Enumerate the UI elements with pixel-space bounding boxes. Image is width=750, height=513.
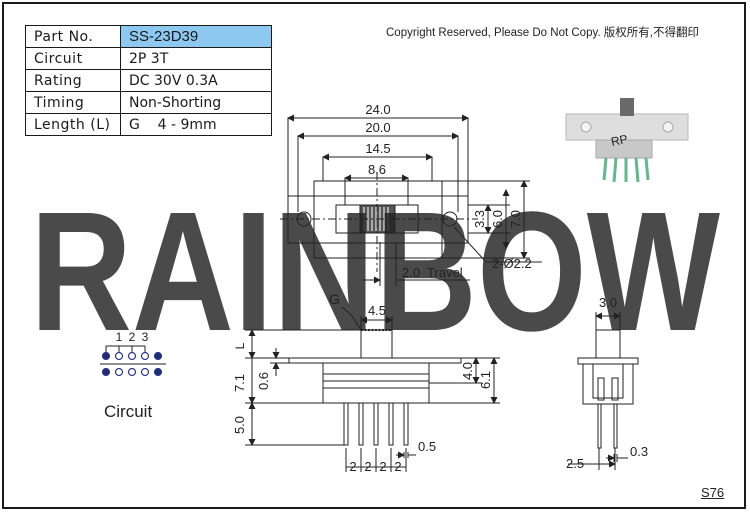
- g-label: G: [329, 291, 340, 307]
- side-view-labels: 3.0 2.5 0.3: [566, 295, 648, 471]
- dim-6-1: 6.1: [478, 371, 493, 389]
- spec-table: Part No. SS-23D39 Circuit 2P 3T Rating D…: [25, 25, 272, 136]
- front-housing: [322, 362, 430, 404]
- drawing-code: S76: [701, 485, 725, 500]
- circuit-label: Circuit: [104, 402, 152, 421]
- front-actuator: [360, 329, 393, 359]
- top-view-labels: 24.0 20.0 14.5 8.6 3.3 6.0 7.0 2.0 Trave…: [365, 102, 531, 280]
- spec-key: Timing: [25, 91, 121, 114]
- pin-number-2: 2: [129, 330, 136, 344]
- spec-value: 2P 3T: [120, 47, 272, 70]
- side-actuator: [595, 329, 621, 359]
- dim-3-0: 3.0: [599, 295, 617, 310]
- dim-20: 20.0: [365, 120, 390, 135]
- spec-value: G 4 - 9mm: [120, 113, 272, 136]
- spec-row-timing: Timing Non-Shorting: [25, 91, 272, 114]
- dim-5-0: 5.0: [232, 416, 247, 434]
- spec-value: DC 30V 0.3A: [120, 69, 272, 92]
- dim-4-0: 4.0: [460, 362, 475, 380]
- photo-marking: RP: [610, 132, 629, 149]
- pitch-4: 2: [394, 459, 401, 474]
- circuit-diagram: 1 2 3 Circuit: [100, 330, 166, 421]
- pitch-3: 2: [379, 459, 386, 474]
- front-view: [245, 306, 500, 472]
- watermark: RAINBOW: [30, 177, 720, 367]
- dim-6-0: 6.0: [490, 210, 505, 228]
- spec-row-part-no: Part No. SS-23D39: [25, 25, 272, 48]
- spec-key: Rating: [25, 69, 121, 92]
- pin-number-3: 3: [142, 330, 149, 344]
- spec-row-rating: Rating DC 30V 0.3A: [25, 69, 272, 92]
- dim-0-3: 0.3: [630, 444, 648, 459]
- dim-7-0: 7.0: [508, 210, 523, 228]
- pitch-1: 2: [349, 459, 356, 474]
- dim-8-6: 8.6: [368, 162, 386, 177]
- pitch-2: 2: [364, 459, 371, 474]
- front-view-labels: G 4.5 L 7.1 0.6 5.0 4.0 6.1 0.5 2 2 2 2: [232, 291, 493, 474]
- product-photo: RP: [565, 98, 689, 183]
- copyright-notice: Copyright Reserved, Please Do Not Copy. …: [386, 27, 699, 39]
- side-view: [568, 312, 639, 470]
- dim-2-5: 2.5: [566, 456, 584, 471]
- dim-7-1: 7.1: [232, 374, 247, 392]
- travel-label: 2.0 Travel: [402, 265, 463, 280]
- top-view: [280, 114, 542, 286]
- dim-0-5: 0.5: [418, 439, 436, 454]
- dim-14-5: 14.5: [365, 141, 390, 156]
- dim-0-6: 0.6: [256, 372, 271, 390]
- pin-number-1: 1: [116, 330, 123, 344]
- spec-row-circuit: Circuit 2P 3T: [25, 47, 272, 70]
- spec-row-length: Length (L) G 4 - 9mm: [25, 113, 272, 136]
- l-label: L: [233, 342, 247, 349]
- dim-3-3: 3.3: [472, 210, 487, 228]
- dim-24: 24.0: [365, 102, 390, 117]
- dim-4-5: 4.5: [368, 303, 386, 318]
- hole-label: 2-Ø2.2: [492, 256, 532, 271]
